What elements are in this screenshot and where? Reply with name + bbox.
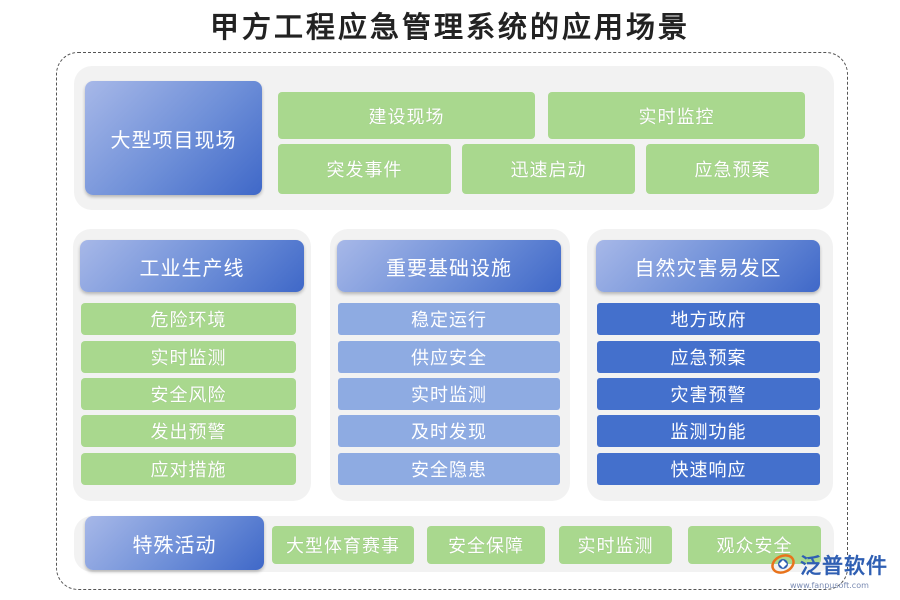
item-real-time-monitoring: 实时监控 <box>548 92 805 139</box>
item-real-time-monitoring-bottom: 实时监测 <box>559 526 672 564</box>
item-emergency-event: 突发事件 <box>278 144 451 194</box>
list-item: 安全隐患 <box>338 453 560 485</box>
outer-dashed-frame <box>56 52 848 590</box>
list-item: 危险环境 <box>81 303 296 335</box>
list-item: 实时监测 <box>81 341 296 373</box>
header-critical-infrastructure: 重要基础设施 <box>337 240 561 292</box>
header-large-project-site: 大型项目现场 <box>85 81 262 195</box>
list-item: 应急预案 <box>597 341 820 373</box>
list-item: 应对措施 <box>81 453 296 485</box>
header-special-events: 特殊活动 <box>85 516 264 570</box>
list-item: 灾害预警 <box>597 378 820 410</box>
header-industrial-line: 工业生产线 <box>80 240 304 292</box>
logo-name: 泛普软件 <box>800 554 888 578</box>
page-title: 甲方工程应急管理系统的应用场景 <box>209 10 690 44</box>
item-construction-site: 建设现场 <box>278 92 535 139</box>
list-item: 发出预警 <box>81 415 296 447</box>
item-large-sports-event: 大型体育赛事 <box>272 526 414 564</box>
list-item: 监测功能 <box>597 415 820 447</box>
logo-url: www.fanpusoft.com <box>790 581 869 590</box>
list-item: 快速响应 <box>597 453 820 485</box>
list-item: 稳定运行 <box>338 303 560 335</box>
item-emergency-plan: 应急预案 <box>646 144 819 194</box>
header-natural-disaster-area: 自然灾害易发区 <box>596 240 820 292</box>
logo-icon <box>770 551 796 579</box>
item-audience-safety: 观众安全 <box>688 526 821 564</box>
list-item: 实时监测 <box>338 378 560 410</box>
list-item: 安全风险 <box>81 378 296 410</box>
list-item: 供应安全 <box>338 341 560 373</box>
item-rapid-start: 迅速启动 <box>462 144 635 194</box>
list-item: 及时发现 <box>338 415 560 447</box>
list-item: 地方政府 <box>597 303 820 335</box>
brand-logo: 泛普软件 <box>770 550 888 580</box>
item-safety-guarantee: 安全保障 <box>427 526 545 564</box>
